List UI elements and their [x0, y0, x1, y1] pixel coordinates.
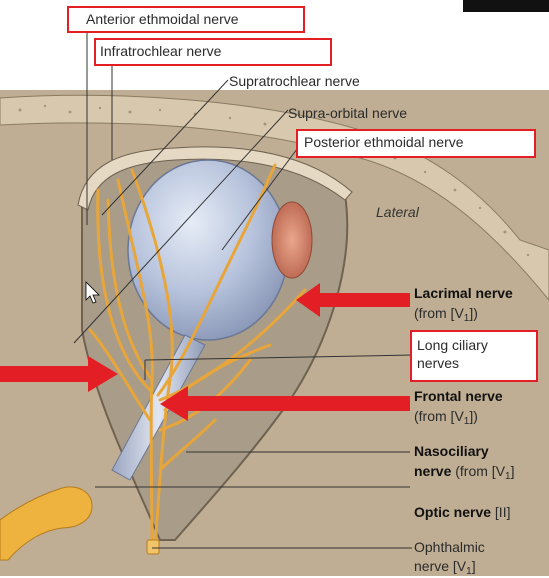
ophthalmic-line2-suffix: ]	[472, 558, 476, 574]
label-long-ciliary-nerves: Long ciliary nerves	[410, 330, 538, 382]
long-ciliary-line1: Long ciliary	[417, 337, 488, 353]
label-optic-nerve: Optic nerve [II]	[414, 505, 510, 520]
label-lateral: Lateral	[376, 205, 419, 220]
label-nasociliary-nerve: Nasociliary nerve (from [V1]	[414, 442, 514, 484]
optic-name: Optic nerve	[414, 504, 491, 520]
lacrimal-name: Lacrimal nerve	[414, 285, 513, 301]
lacrimal-from-prefix: (from [V	[414, 305, 464, 321]
ophthalmic-nerve-end	[147, 540, 159, 554]
frontal-from-suffix: ])	[469, 408, 478, 424]
lateral-text: Lateral	[376, 204, 419, 220]
label-frontal-nerve: Frontal nerve (from [V1])	[414, 387, 503, 429]
anterior-ethmoidal-text: Anterior ethmoidal nerve	[86, 11, 239, 27]
supra-orbital-text: Supra-orbital nerve	[288, 105, 407, 121]
lacrimal-gland	[272, 202, 312, 278]
supratrochlear-text: Supratrochlear nerve	[229, 73, 360, 89]
long-ciliary-line2: nerves	[417, 355, 459, 371]
infratrochlear-text: Infratrochlear nerve	[100, 43, 221, 59]
frontal-name: Frontal nerve	[414, 388, 503, 404]
nasociliary-from-prefix: (from [V	[451, 463, 505, 479]
nasociliary-from-suffix: ]	[511, 463, 515, 479]
label-infratrochlear-nerve: Infratrochlear nerve	[94, 38, 332, 66]
lacrimal-from-suffix: ])	[469, 305, 478, 321]
posterior-ethmoidal-text: Posterior ethmoidal nerve	[304, 134, 464, 150]
label-anterior-ethmoidal-nerve: Anterior ethmoidal nerve	[67, 6, 305, 33]
label-ophthalmic-nerve: Ophthalmic nerve [V1]	[414, 538, 485, 578]
nasociliary-line2-prefix: nerve	[414, 463, 451, 479]
ophthalmic-line1: Ophthalmic	[414, 539, 485, 555]
label-lacrimal-nerve: Lacrimal nerve (from [V1])	[414, 284, 513, 326]
optic-suffix: [II]	[491, 504, 510, 520]
label-supra-orbital-nerve: Supra-orbital nerve	[288, 106, 407, 121]
label-posterior-ethmoidal-nerve: Posterior ethmoidal nerve	[296, 129, 536, 158]
frontal-from-prefix: (from [V	[414, 408, 464, 424]
ophthalmic-line2-prefix: nerve [V	[414, 558, 466, 574]
nasociliary-line1: Nasociliary	[414, 443, 489, 459]
black-corner-bar	[463, 0, 549, 12]
label-supratrochlear-nerve: Supratrochlear nerve	[229, 74, 360, 89]
